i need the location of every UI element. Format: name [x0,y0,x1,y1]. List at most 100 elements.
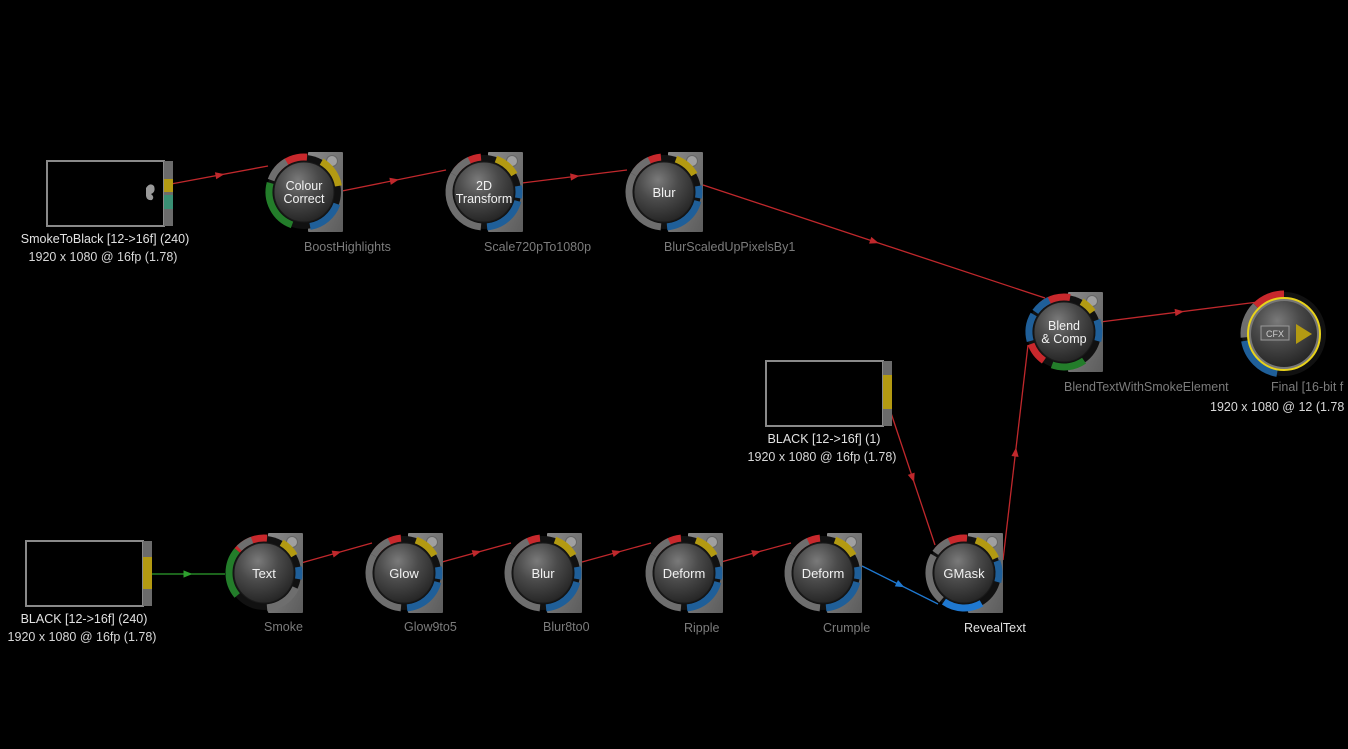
gmask-node-port-4[interactable] [925,553,944,603]
black-clip-240-node-out-port-0[interactable] [143,557,152,589]
transform-2d-node-port-5[interactable] [450,157,471,177]
link-smoke-to-cc-arrow [214,172,225,180]
blur-bottom-node-ball [512,542,574,604]
link-gmask-to-blend-arrow [1011,447,1019,457]
smoke-clip-node[interactable] [46,160,173,227]
smoke-clip-node-out-port-0[interactable] [164,179,173,192]
blend-comp-node[interactable]: Blend& Comp [1025,292,1103,372]
text-node-port-5[interactable] [236,536,254,551]
transform-2d-node-port-2[interactable] [514,185,523,199]
link-smoke-to-cc[interactable] [170,165,269,185]
blur-bottom-node[interactable]: Blur [504,533,582,613]
link-gmask-to-blend[interactable] [1002,344,1029,561]
text-node-port-1[interactable] [279,539,298,558]
text-node-port-4[interactable] [225,548,240,598]
deform-crumple-node-port-3[interactable] [825,580,861,612]
deform-ripple-node-label: Deform [663,566,706,581]
transform-2d-node-port-4[interactable] [445,172,482,231]
text-node-label: Text [252,566,276,581]
link-glow-to-blur[interactable] [441,542,512,563]
blur-top-node-ball [633,161,695,223]
colour-correct-node-port-4[interactable] [267,158,289,182]
blur-bottom-node-port-3[interactable] [545,580,581,612]
black-clip-1-node[interactable] [765,360,892,427]
blend-comp-node-port-3[interactable] [1050,357,1087,371]
transform-2d-node-port-1[interactable] [494,155,518,177]
blur-top-node-port-5[interactable] [630,157,651,177]
deform-ripple-node[interactable]: Deform [645,533,723,613]
gmask-node-port-3[interactable] [941,598,984,612]
deform-crumple-node-port-2[interactable] [853,566,862,580]
deform-crumple-node-port-5[interactable] [789,538,810,558]
gmask-node-port-1[interactable] [974,536,999,560]
blur-top-node-port-1[interactable] [674,155,698,177]
deform-ripple-node-port-2[interactable] [714,566,723,580]
blend-comp-node-port-5[interactable] [1025,312,1037,342]
links-layer [150,165,1259,605]
glow-node-port-3[interactable] [406,580,442,612]
render-port-1[interactable] [1241,340,1278,377]
link-text-to-glow[interactable] [300,542,373,564]
blend-comp-node-port-6[interactable] [1032,297,1051,315]
blur-bottom-node-port-4[interactable] [504,553,541,612]
glow-node[interactable]: Glow [365,533,443,613]
blend-comp-node-port-2[interactable] [1093,318,1103,342]
link-blur-to-ripple[interactable] [581,542,652,563]
render-port-2[interactable] [1240,303,1259,338]
link-blend-to-final[interactable] [1099,301,1259,323]
blur-bottom-node-port-2[interactable] [573,566,582,580]
text-node-port-3[interactable] [266,586,299,612]
deform-ripple-node-port-4[interactable] [645,553,682,612]
cfx-badge-label: CFX [1266,329,1284,339]
link-transform-to-blur[interactable] [521,169,628,184]
deform-crumple-node-port-1[interactable] [833,536,857,558]
text-node[interactable]: Text [225,533,303,613]
blend-comp-node-port-1[interactable] [1079,298,1096,315]
deform-ripple-node-port-5[interactable] [650,538,671,558]
smoke-clip-node-out-port-1[interactable] [164,195,173,209]
deform-crumple-node-port-4[interactable] [784,553,821,612]
link-ripple-to-crumple[interactable] [720,542,792,563]
black-clip-240-node[interactable] [25,540,152,607]
text-node-port-2[interactable] [294,566,303,580]
deform-crumple-node-ball [792,542,854,604]
black-clip-1-node-out-port-0[interactable] [883,375,892,409]
glow-node-port-5[interactable] [370,538,391,558]
link-black1-to-gmask[interactable] [889,409,936,546]
play-icon[interactable] [1296,324,1312,344]
transform-2d-node-port-3[interactable] [486,199,522,231]
glow-node-port-2[interactable] [434,566,443,580]
link-blur-to-blend[interactable] [702,184,1046,299]
blur-bottom-node-port-5[interactable] [509,538,530,558]
blur-top-node-port-3[interactable] [666,199,702,231]
blend-comp-node-port-4[interactable] [1027,342,1047,364]
glow-node-port-4[interactable] [365,553,402,612]
deform-crumple-node[interactable]: Deform [784,533,862,613]
colour-correct-node-port-1[interactable] [319,158,342,187]
render-port-0[interactable] [1253,290,1285,309]
glow-node-port-1[interactable] [414,536,438,558]
colour-correct-node-port-2[interactable] [309,202,341,230]
gmask-node-port-2[interactable] [993,559,1003,583]
deform-ripple-node-port-1[interactable] [694,536,718,558]
blend-comp-node-label-1: Blend [1048,319,1080,333]
glow-node-label: Glow [389,566,419,581]
link-crumple-to-gmask-matte[interactable] [861,565,939,605]
link-cc-to-transform[interactable] [341,169,447,192]
link-black1-to-gmask-arrow [907,472,915,483]
deform-crumple-node-label: Deform [802,566,845,581]
blur-top-node[interactable]: Blur [625,152,703,232]
deform-ripple-node-port-3[interactable] [686,580,722,612]
colour-correct-node-ball [273,161,335,223]
blur-bottom-node-port-1[interactable] [553,536,577,558]
gmask-node-port-5[interactable] [932,538,951,556]
blur-top-node-port-4[interactable] [625,172,662,231]
link-black240-to-text[interactable] [150,570,225,578]
render-final-node[interactable]: CFX [1240,290,1326,377]
colour-correct-node-port-3[interactable] [265,182,294,229]
blur-top-node-port-2[interactable] [694,185,703,199]
gmask-node[interactable]: GMask [925,533,1003,613]
